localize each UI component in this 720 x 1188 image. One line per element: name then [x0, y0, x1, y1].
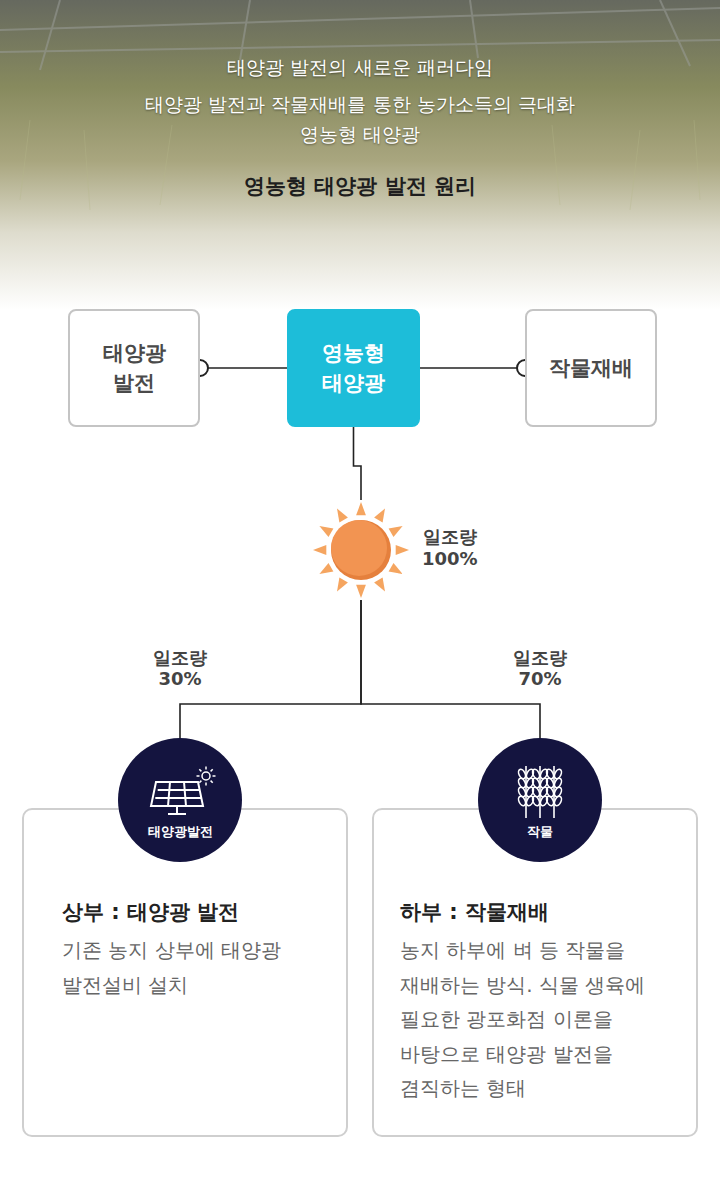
hub-box: 영농형 태양광: [287, 309, 420, 427]
header-line: 영농형 태양광: [0, 119, 720, 149]
header-line: 태양광 발전의 새로운 패러다임: [0, 52, 720, 82]
panel-heading: 상부 : 태양광 발전: [62, 898, 318, 927]
sun-icon: [311, 500, 411, 600]
sun-disc: [331, 520, 387, 576]
box-label: 작물재배: [549, 353, 633, 383]
sun-node: 일조량 100%: [311, 500, 411, 600]
box-label: 영농형 태양광: [322, 338, 385, 399]
sun-ray: [389, 563, 403, 574]
sun-ray: [319, 526, 333, 537]
panel-body: 기존 농지 상부에 태양광 발전설비 설치: [62, 933, 318, 1002]
background-gradient: [0, 0, 720, 310]
circle-label: 태양광발전: [118, 824, 242, 840]
solar-panel-icon: [118, 738, 242, 862]
field-background: [0, 0, 720, 310]
connector-line: [200, 367, 287, 369]
header-line: 태양광 발전과 작물재배를 통한 농가소득의 극대화: [0, 89, 720, 119]
icon-circle: 작물: [478, 738, 602, 862]
sun-shade: [331, 520, 391, 580]
connector-line: [354, 427, 362, 500]
concept-box: 작물재배: [525, 309, 657, 427]
sun-ray: [374, 578, 385, 592]
sun-ray: [337, 508, 348, 522]
panel-grid: [151, 782, 203, 814]
sun-ray: [356, 585, 366, 598]
wheat-stalks: [517, 766, 563, 818]
sun-ray: [313, 545, 326, 555]
sun-ray: [356, 502, 366, 515]
edge-label: 일조량 30%: [150, 647, 210, 690]
panel-heading: 하부 : 작물재배: [400, 898, 652, 927]
edge-label: 일조량 70%: [510, 647, 570, 690]
circle-label: 작물: [478, 824, 602, 840]
sun-ray: [337, 578, 348, 592]
sun-ray: [389, 526, 403, 537]
panel-body: 농지 하부에 벼 등 작물을 재배하는 방식. 식물 생육에 필요한 광포화점 …: [400, 933, 652, 1105]
wheat-icon: [478, 738, 602, 862]
concept-box: 태양광 발전: [68, 309, 200, 427]
sun-ray: [396, 545, 409, 555]
small-sun: [197, 767, 216, 786]
sun-ray: [319, 563, 333, 574]
box-label: 태양광 발전: [103, 338, 166, 399]
diagram-title: 영농형 태양광 발전 원리: [0, 172, 720, 200]
connector-line: [420, 367, 525, 369]
icon-circle: 태양광발전: [118, 738, 242, 862]
sun-ray: [374, 508, 385, 522]
sunlight-label: 일조량 100%: [422, 526, 478, 569]
